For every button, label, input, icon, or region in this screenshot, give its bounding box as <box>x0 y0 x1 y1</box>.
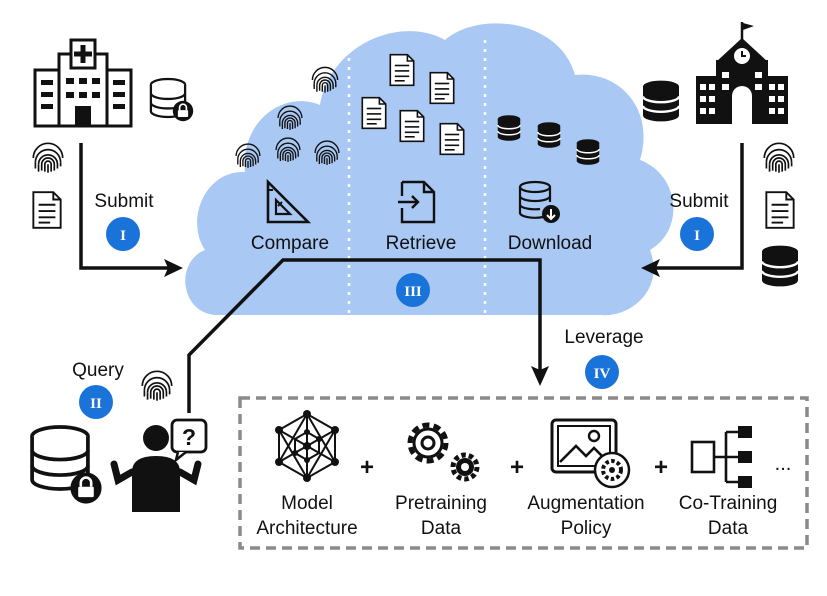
submit-right-label: Submit <box>669 191 729 212</box>
svg-text:II: II <box>90 396 102 412</box>
document-icon <box>765 191 795 229</box>
fingerprint-icon <box>32 142 64 174</box>
svg-text:I: I <box>694 228 700 244</box>
ellipsis: ... <box>775 453 792 475</box>
plus-operator: + <box>510 454 524 481</box>
submit-left-label: Submit <box>94 191 154 212</box>
retrieve-label: Retrieve <box>386 233 457 254</box>
svg-text:?: ? <box>182 424 196 450</box>
svg-text:III: III <box>404 284 422 300</box>
badge-leverage: IV <box>585 355 619 389</box>
query-label: Query <box>72 360 124 381</box>
image-settings-icon <box>550 418 631 489</box>
database-lock-icon <box>149 77 195 123</box>
svg-text:Augmentation: Augmentation <box>527 493 644 514</box>
plus-operator: + <box>654 454 668 481</box>
gears-icon <box>407 422 480 482</box>
badge-cloud: III <box>396 273 430 307</box>
download-label: Download <box>508 233 593 254</box>
submit-arrow-left <box>79 143 183 277</box>
fingerprint-icon <box>141 370 173 402</box>
document-icon <box>32 191 62 229</box>
school-icon <box>696 22 788 124</box>
component-label-cotraining: Co-Training Data <box>679 493 778 539</box>
database-download-icon <box>518 180 560 223</box>
badge-submit-right: I <box>680 217 714 251</box>
svg-text:Data: Data <box>708 518 749 539</box>
component-label-pretraining: Pretraining Data <box>395 493 487 539</box>
file-import-icon <box>398 180 436 224</box>
svg-text:IV: IV <box>594 366 611 382</box>
badge-submit-left: I <box>106 217 140 251</box>
cloud-shape <box>185 23 674 316</box>
query-leverage-path <box>187 258 549 413</box>
svg-text:Policy: Policy <box>561 518 612 539</box>
cloud: Compare Retrieve <box>185 23 674 316</box>
fingerprint-icon <box>763 142 795 174</box>
svg-text:Pretraining: Pretraining <box>395 493 487 514</box>
svg-text:Architecture: Architecture <box>256 518 357 539</box>
svg-text:Data: Data <box>421 518 462 539</box>
hospital-icon <box>33 38 133 128</box>
svg-text:Model: Model <box>281 493 333 514</box>
component-label-augmentation: Augmentation Policy <box>527 493 644 539</box>
leverage-label: Leverage <box>564 327 643 348</box>
database-lock-icon <box>30 425 103 505</box>
compare-label: Compare <box>251 233 329 254</box>
operators: + + + <box>360 454 668 481</box>
badge-query: II <box>79 385 113 419</box>
plus-operator: + <box>360 454 374 481</box>
tree-nodes-icon <box>690 426 752 488</box>
set-square-icon <box>266 178 312 224</box>
svg-text:Co-Training: Co-Training <box>679 493 778 514</box>
components-box <box>238 396 809 550</box>
user-question-icon: ? <box>110 418 208 512</box>
component-label-model: Model Architecture <box>256 493 357 539</box>
svg-text:I: I <box>120 228 126 244</box>
submit-arrow-right <box>641 143 744 277</box>
neural-network-icon <box>275 410 339 482</box>
